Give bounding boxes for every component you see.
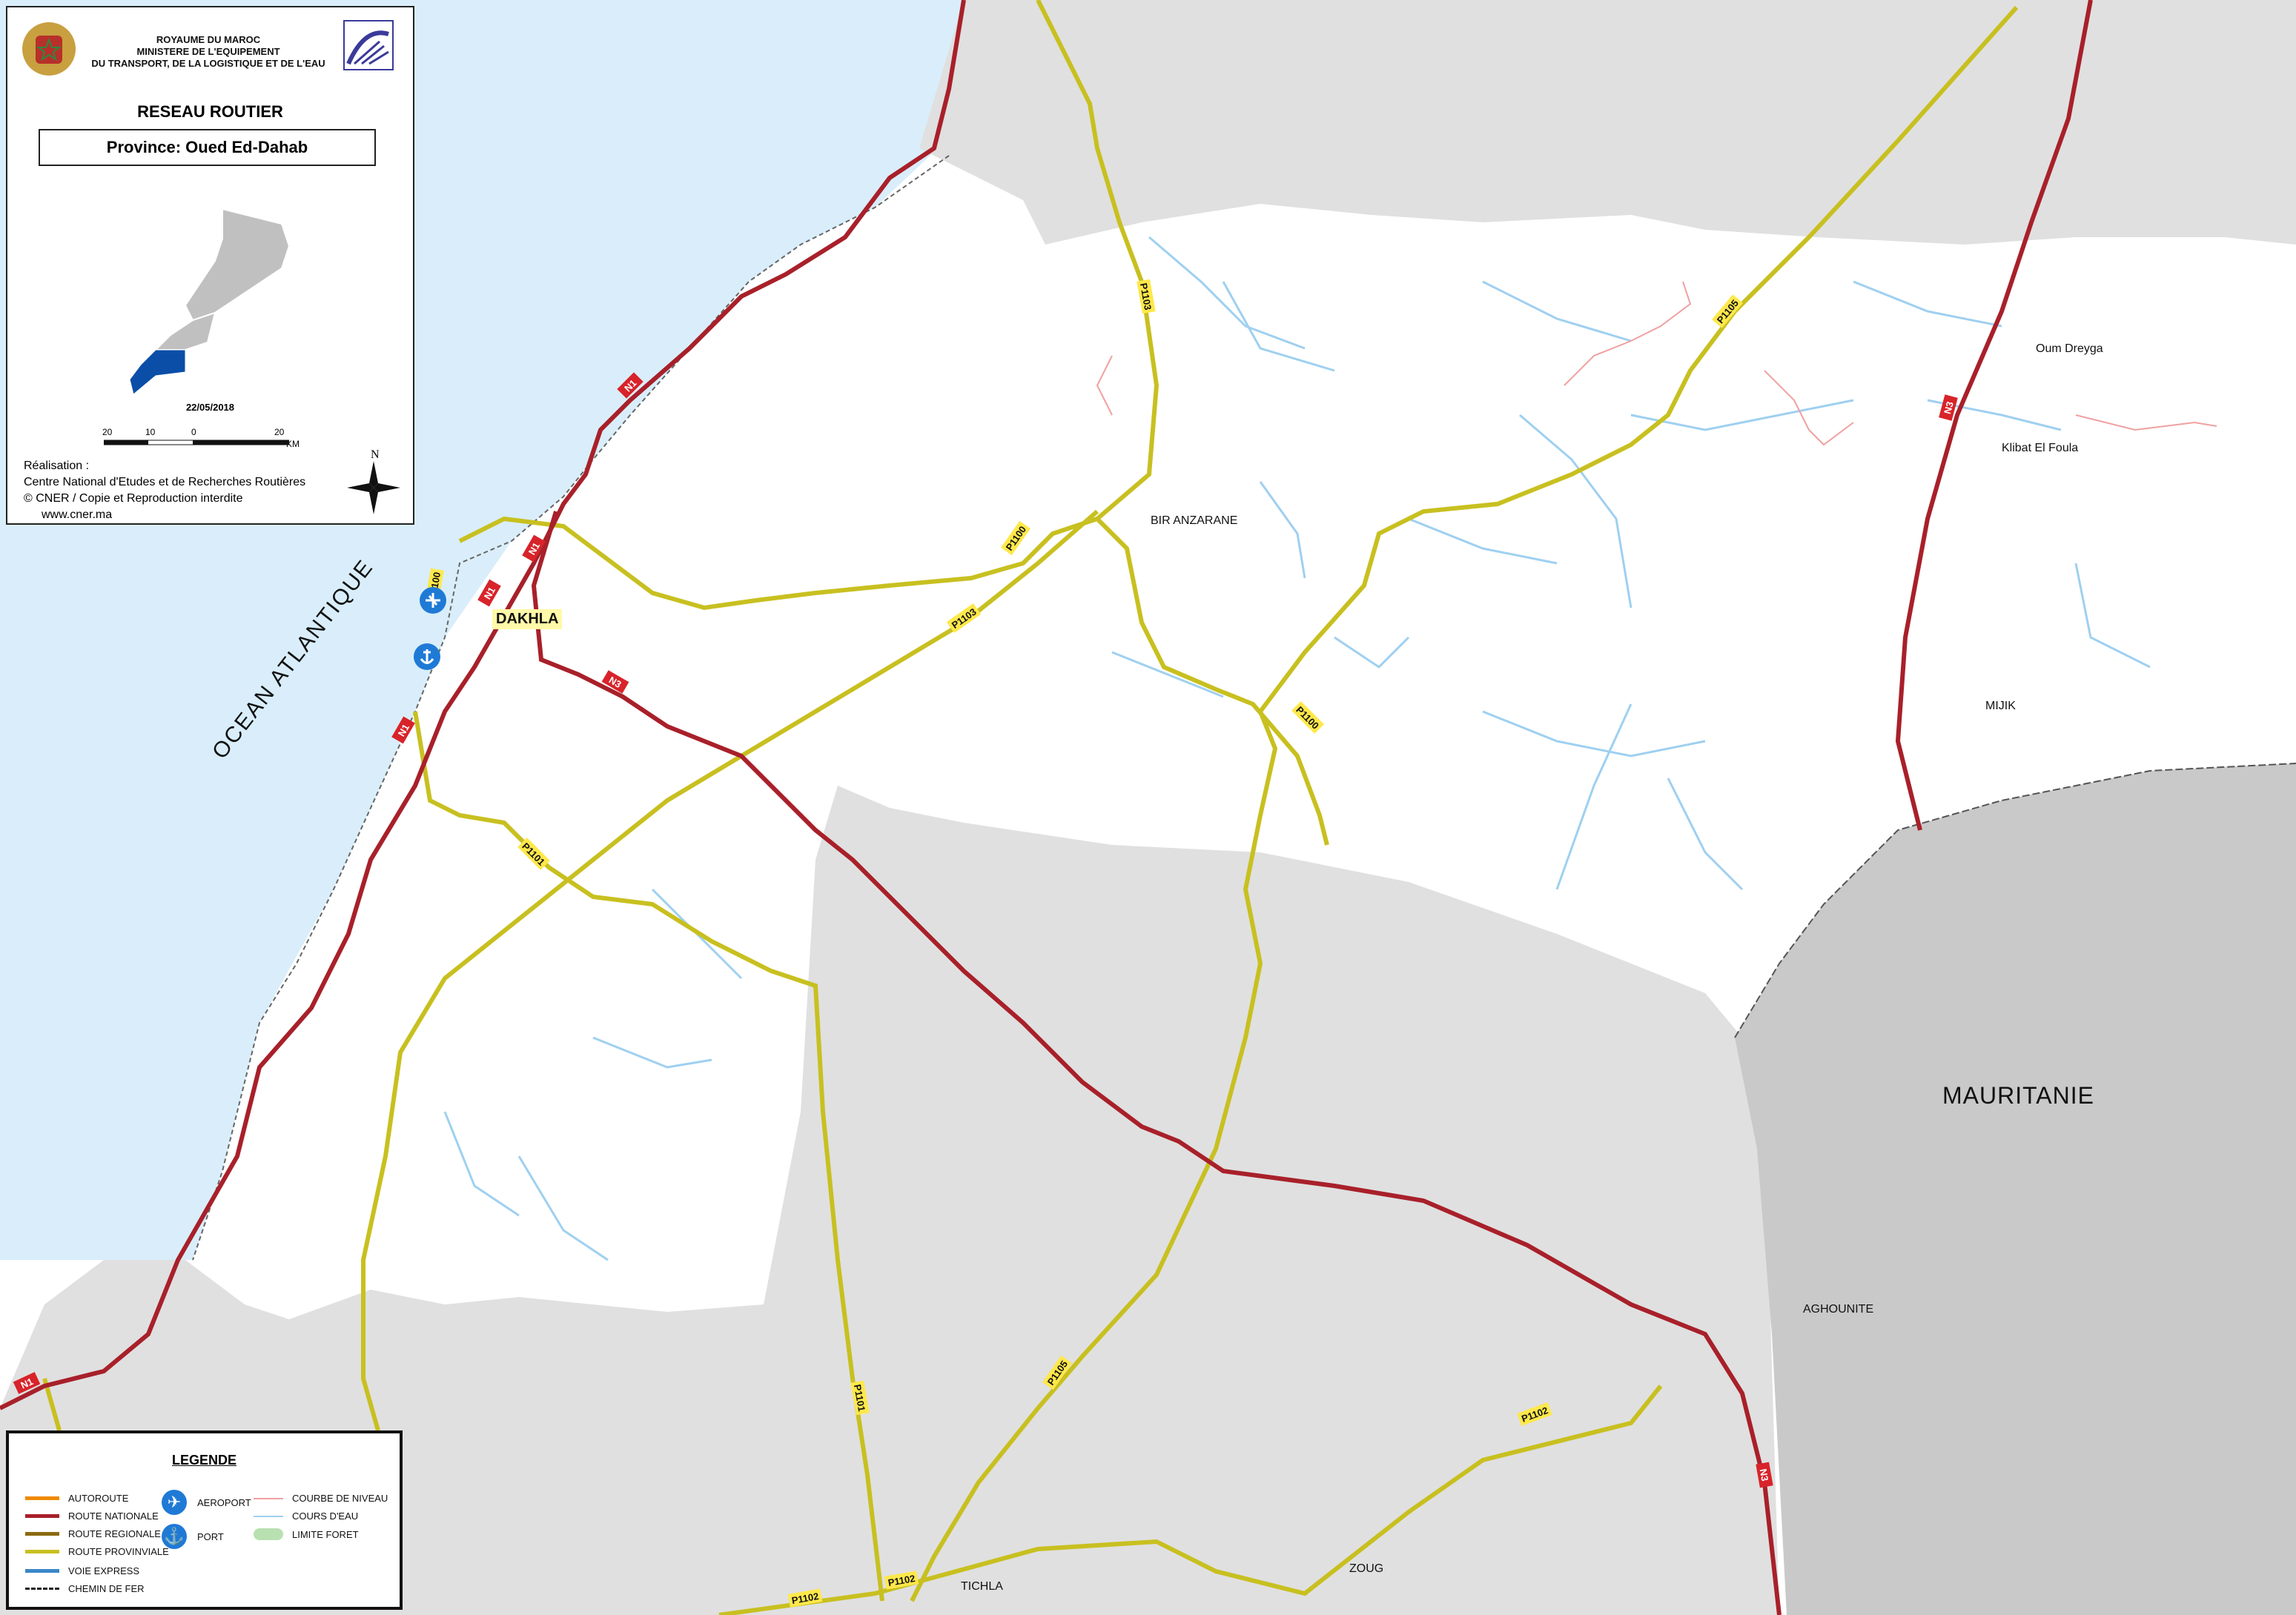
header-text: ROYAUME DU MAROC MINISTERE DE L'EQUIPEME… xyxy=(91,34,325,69)
legend-item-aeroport: ✈AEROPORT xyxy=(162,1490,251,1515)
place-label: Oum Dreyga xyxy=(2036,342,2103,355)
road-label-n3: N3 xyxy=(1756,1462,1773,1488)
svg-text:N1: N1 xyxy=(526,540,542,557)
place-label: Klibat El Foula xyxy=(2002,442,2079,454)
credits: Réalisation : Centre National d'Etudes e… xyxy=(24,460,306,521)
legend-item-chemin-de-fer: CHEMIN DE FER xyxy=(25,1583,145,1594)
morocco-locator-map xyxy=(129,208,291,394)
legend-item-limite-foret: LIMITE FORET xyxy=(254,1528,359,1540)
legend-item-courbe-de-niveau: COURBE DE NIVEAU xyxy=(254,1493,388,1504)
road-label-n1: N1 xyxy=(477,579,501,607)
legend-item-route-nationale: ROUTE NATIONALE xyxy=(25,1510,159,1522)
coastline xyxy=(192,155,950,1261)
mauritania-area xyxy=(1735,763,2296,1615)
scale-bar xyxy=(104,440,289,445)
svg-text:N1: N1 xyxy=(482,585,497,601)
place-label: AGHOUNITE xyxy=(1803,1303,1874,1316)
svg-text:N: N xyxy=(371,448,380,461)
place-label: BIR ANZARANE xyxy=(1151,514,1238,527)
moroccan-seal-icon xyxy=(22,22,76,76)
anchor-icon: ⚓ xyxy=(162,1524,187,1549)
foreign-territory-south xyxy=(0,786,1779,1615)
airport-icon xyxy=(420,587,446,614)
country-label-mauritanie: MAURITANIE xyxy=(1942,1082,2094,1109)
scale-label: 10 xyxy=(145,427,156,437)
legend-item-cours-d-eau: COURS D'EAU xyxy=(254,1510,358,1522)
legend-item-voie-express: VOIE EXPRESS xyxy=(25,1565,139,1576)
svg-text:N1: N1 xyxy=(19,1376,35,1391)
svg-text:P1101: P1101 xyxy=(852,1384,867,1413)
place-label: TICHLA xyxy=(961,1580,1003,1593)
road-label-n3: N3 xyxy=(1939,394,1958,421)
road-label-n3: N3 xyxy=(601,670,629,694)
svg-text:N3: N3 xyxy=(1942,400,1956,415)
airplane-icon: ✈ xyxy=(162,1490,187,1515)
svg-text:N3: N3 xyxy=(607,674,623,690)
contour-lines xyxy=(1096,281,2217,446)
road-label-n1: N1 xyxy=(522,534,546,563)
capital-label-dakhla: DAKHLA xyxy=(492,609,563,629)
province-boundary xyxy=(1734,763,2296,1038)
road-label-p1103: P1103 xyxy=(1137,279,1156,314)
foreign-territory-north xyxy=(919,0,2296,245)
anchor-icon xyxy=(414,643,440,670)
map-date: 22/05/2018 xyxy=(185,402,235,413)
svg-text:P1103: P1103 xyxy=(1138,282,1154,311)
scale-label: 20 xyxy=(274,427,285,437)
place-label: MIJIK xyxy=(1985,700,2016,712)
road-label-p1102: P1102 xyxy=(884,1571,919,1590)
scale-label: 20 xyxy=(102,427,113,437)
legend-title: LEGENDE xyxy=(171,1453,236,1468)
road-label-p1101: P1101 xyxy=(517,838,550,870)
map-title: RESEAU ROUTIER xyxy=(137,102,283,121)
road-label-n1: N1 xyxy=(13,1372,41,1394)
ministry-logo-icon xyxy=(343,20,394,70)
svg-text:P1102: P1102 xyxy=(791,1591,820,1606)
legend-item-route-provinciale: ROUTE PROVINVIALE xyxy=(25,1546,169,1557)
legend-item-autoroute: AUTOROUTE xyxy=(25,1493,128,1504)
svg-text:N3: N3 xyxy=(1758,1468,1771,1482)
legend-item-port: ⚓PORT xyxy=(162,1524,224,1549)
road-label-p1103-center: P1103 xyxy=(946,603,982,633)
svg-text:N1: N1 xyxy=(396,722,411,738)
svg-text:P1102: P1102 xyxy=(887,1573,916,1588)
scale-label: KM xyxy=(286,439,300,449)
title-panel: ROYAUME DU MAROC MINISTERE DE L'EQUIPEME… xyxy=(6,6,414,525)
road-label-p1102: P1102 xyxy=(787,1588,823,1608)
province-title: Province: Oued Ed-Dahab xyxy=(39,129,376,166)
legend-panel: LEGENDE AUTOROUTE ROUTE NATIONALE ROUTE … xyxy=(6,1430,403,1610)
road-label-n1: N1 xyxy=(391,716,415,744)
road-label-n1: N1 xyxy=(617,372,644,399)
road-label-p1100: P1100 xyxy=(1291,701,1324,734)
provincial-roads xyxy=(42,0,2019,1615)
road-label-p1100: P1100 xyxy=(1001,520,1030,556)
road-label-p1101: P1101 xyxy=(850,1380,870,1416)
north-arrow-icon: N xyxy=(347,448,400,514)
legend-item-route-regionale: ROUTE REGIONALE xyxy=(25,1528,161,1539)
scale-label: 0 xyxy=(191,427,196,437)
place-label: ZOUG xyxy=(1349,1562,1384,1575)
